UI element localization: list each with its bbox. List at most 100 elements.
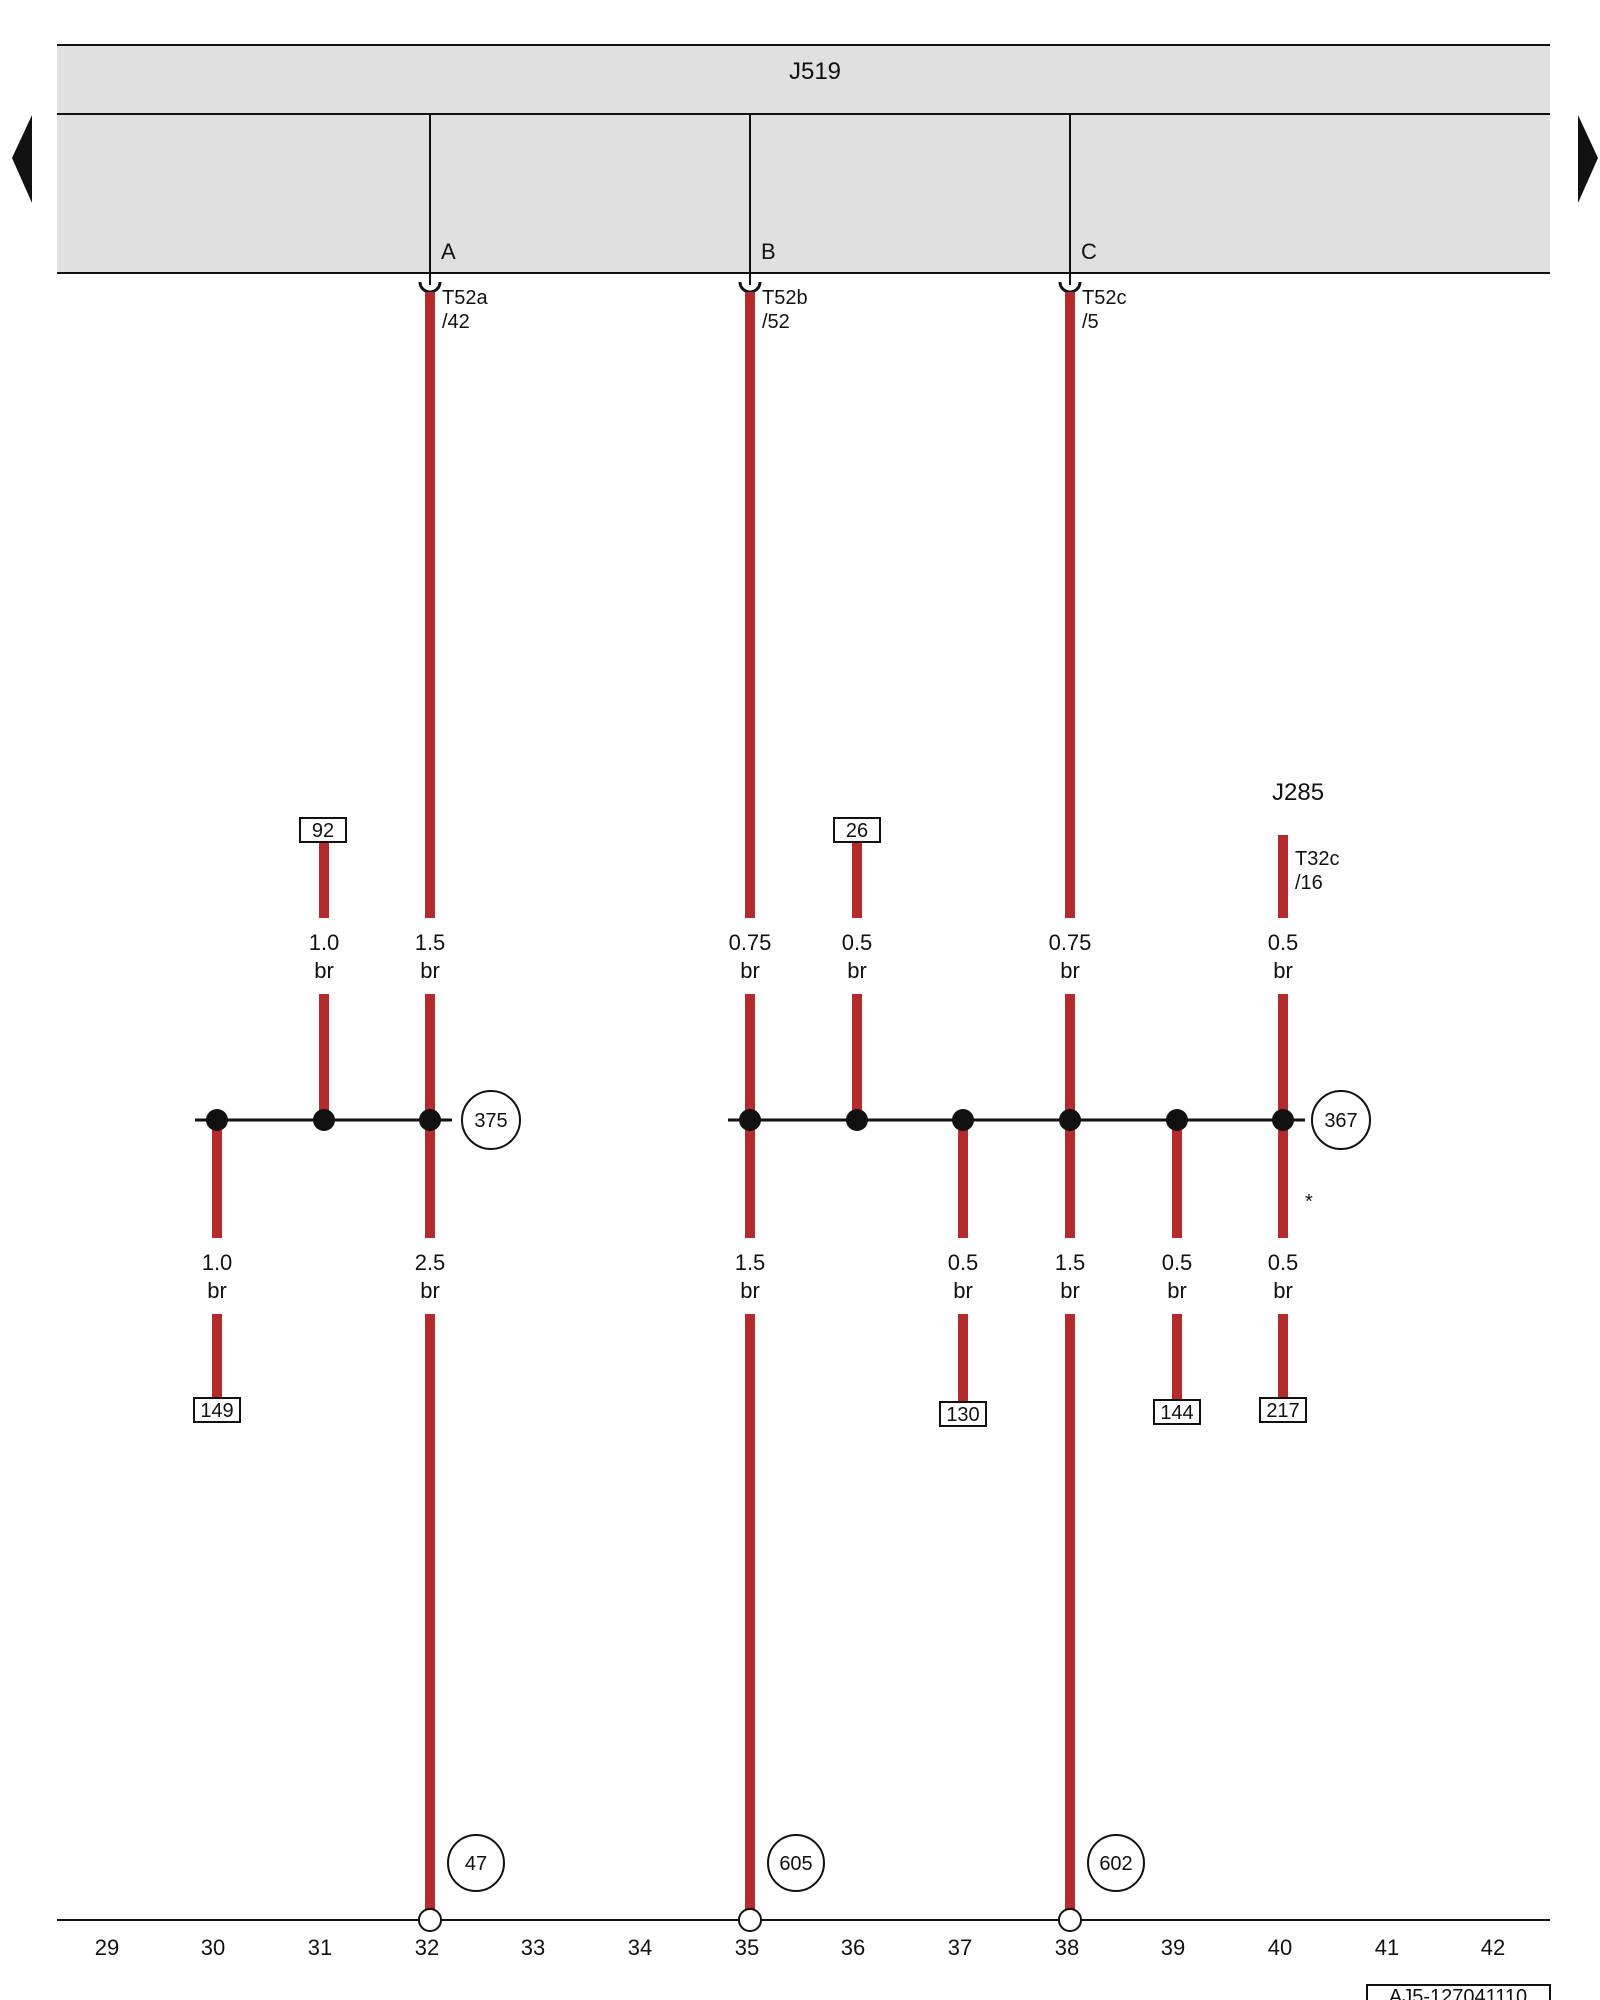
ground-connection-367[interactable] — [1311, 1090, 1371, 1150]
ground-connection-375[interactable] — [461, 1090, 521, 1150]
pin-letter-b: B — [761, 239, 776, 264]
wire-color-label: br — [740, 958, 760, 983]
reference-217: 217 — [1266, 1400, 1299, 1422]
wire-color-label: br — [207, 1278, 227, 1303]
column-number: 38 — [1055, 1935, 1079, 1960]
terminal-32 — [418, 1908, 442, 1932]
connector-pin-b: /52 — [762, 311, 790, 333]
wire-color-label: br — [847, 958, 867, 983]
wire-size-label: 1.0 — [309, 930, 340, 955]
wire-size-label: 0.75 — [1049, 930, 1092, 955]
ground-point-605[interactable] — [767, 1834, 825, 1892]
wire-color-label: br — [1060, 958, 1080, 983]
control-unit-name: J519 — [789, 58, 841, 85]
reference-boxes: 92 26 149 130 144 217 — [193, 817, 1307, 1427]
wire-size-label: 1.0 — [202, 1250, 233, 1275]
junction-dot — [846, 1109, 868, 1131]
connector-pin-c: /5 — [1082, 311, 1099, 333]
wire-color-label: br — [740, 1278, 760, 1303]
wire-size-label: 1.5 — [1055, 1250, 1086, 1275]
column-number: 33 — [521, 1935, 545, 1960]
second-unit-name: J285 — [1272, 779, 1324, 806]
wire-size-label: 1.5 — [735, 1250, 766, 1275]
junction-dot — [206, 1109, 228, 1131]
column-number: 31 — [308, 1935, 332, 1960]
reference-92: 92 — [312, 820, 334, 842]
pin-letter-c: C — [1081, 239, 1097, 264]
column-number: 37 — [948, 1935, 972, 1960]
wire-size-label: 0.75 — [729, 930, 772, 955]
column-number: 42 — [1481, 1935, 1505, 1960]
reference-149: 149 — [200, 1400, 233, 1422]
second-unit-connector: T32c — [1295, 848, 1339, 870]
connector-label-c: T52c — [1082, 287, 1126, 309]
ground-bus-367 — [728, 1109, 1305, 1131]
reference-144: 144 — [1160, 1402, 1193, 1424]
column-number: 34 — [628, 1935, 652, 1960]
column-number: 40 — [1268, 1935, 1292, 1960]
terminal-35 — [738, 1908, 762, 1932]
control-unit-housing — [57, 44, 1550, 285]
wire-color-label: br — [1273, 958, 1293, 983]
column-number: 41 — [1375, 1935, 1399, 1960]
connector-label-a: T52a — [442, 287, 488, 309]
column-numbers: 29 30 31 32 33 34 35 36 37 38 39 40 41 4… — [95, 1935, 1505, 1960]
column-number: 32 — [415, 1935, 439, 1960]
wire-color-label: br — [420, 958, 440, 983]
footnote-asterisk: * — [1305, 1191, 1313, 1213]
wire-size-label: 2.5 — [415, 1250, 446, 1275]
column-number: 30 — [201, 1935, 225, 1960]
reference-box-130[interactable] — [939, 1401, 987, 1427]
diagram-code-box — [1366, 1984, 1551, 2000]
terminal-38 — [1058, 1908, 1082, 1932]
ground-point-605-label: 605 — [779, 1853, 812, 1875]
connector-label-b: T52b — [762, 287, 808, 309]
wire-size-label: 0.5 — [1268, 930, 1299, 955]
pin-letter-a: A — [441, 239, 456, 264]
wire-color-label: br — [1273, 1278, 1293, 1303]
wire-35 — [745, 292, 755, 1920]
wire-color-label: br — [314, 958, 334, 983]
reference-26: 26 — [846, 820, 868, 842]
wire-color-label: br — [1060, 1278, 1080, 1303]
reference-130: 130 — [946, 1404, 979, 1426]
junction-dot — [1059, 1109, 1081, 1131]
column-number: 35 — [735, 1935, 759, 1960]
column-number: 36 — [841, 1935, 865, 1960]
wire-size-label: 0.5 — [1162, 1250, 1193, 1275]
wire-size-label: 0.5 — [948, 1250, 979, 1275]
ground-point-47-label: 47 — [465, 1853, 487, 1875]
wire-size-label: 1.5 — [415, 930, 446, 955]
ground-connection-375-label: 375 — [474, 1110, 507, 1132]
reference-box-144[interactable] — [1153, 1399, 1201, 1425]
wire-38 — [1065, 292, 1075, 1920]
wire-color-label: br — [953, 1278, 973, 1303]
ground-point-602[interactable] — [1087, 1834, 1145, 1892]
junction-dot — [313, 1109, 335, 1131]
diagram-code: AJ5-127041110 — [1389, 1986, 1527, 2000]
wire-color-label: br — [1167, 1278, 1187, 1303]
ground-point-602-label: 602 — [1099, 1853, 1132, 1875]
reference-box-217[interactable] — [1259, 1397, 1307, 1423]
ground-point-47[interactable] — [447, 1834, 505, 1892]
wire-size-label: 0.5 — [1268, 1250, 1299, 1275]
second-unit-pin: /16 — [1295, 872, 1323, 894]
wire-labels: 1.0 br 1.5 br 0.75 br 0.5 br 0.75 br 0.5… — [202, 930, 1299, 1303]
junction-dot — [1272, 1109, 1294, 1131]
wires — [190, 292, 1310, 1920]
ground-connection-367-label: 367 — [1324, 1110, 1357, 1132]
reference-box-26[interactable] — [833, 817, 881, 843]
reference-box-149[interactable] — [193, 1397, 241, 1423]
junction-dot — [1166, 1109, 1188, 1131]
connector-pin-a: /42 — [442, 311, 470, 333]
wire-size-label: 0.5 — [842, 930, 873, 955]
junction-dot — [419, 1109, 441, 1131]
previous-page-arrow-icon[interactable] — [12, 115, 32, 203]
column-number: 29 — [95, 1935, 119, 1960]
junction-dot — [739, 1109, 761, 1131]
wire-32 — [425, 292, 435, 1920]
reference-box-92[interactable] — [299, 817, 347, 843]
next-page-arrow-icon[interactable] — [1578, 115, 1598, 203]
junction-dot — [952, 1109, 974, 1131]
